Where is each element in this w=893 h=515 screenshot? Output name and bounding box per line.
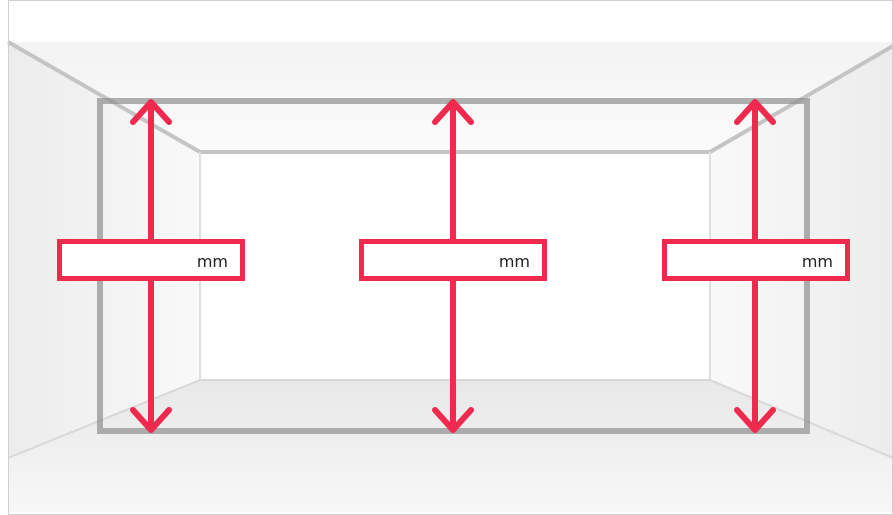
measurement-field-right[interactable]: mm: [662, 239, 850, 281]
floor: [8, 380, 893, 512]
height-input-left[interactable]: [62, 244, 196, 276]
unit-label: mm: [801, 252, 833, 271]
unit-label: mm: [196, 252, 228, 271]
measurement-field-left[interactable]: mm: [57, 239, 245, 281]
height-input-center[interactable]: [364, 244, 498, 276]
ceiling: [8, 42, 893, 152]
height-input-right[interactable]: [667, 244, 801, 276]
unit-label: mm: [498, 252, 530, 271]
measurement-field-center[interactable]: mm: [359, 239, 547, 281]
